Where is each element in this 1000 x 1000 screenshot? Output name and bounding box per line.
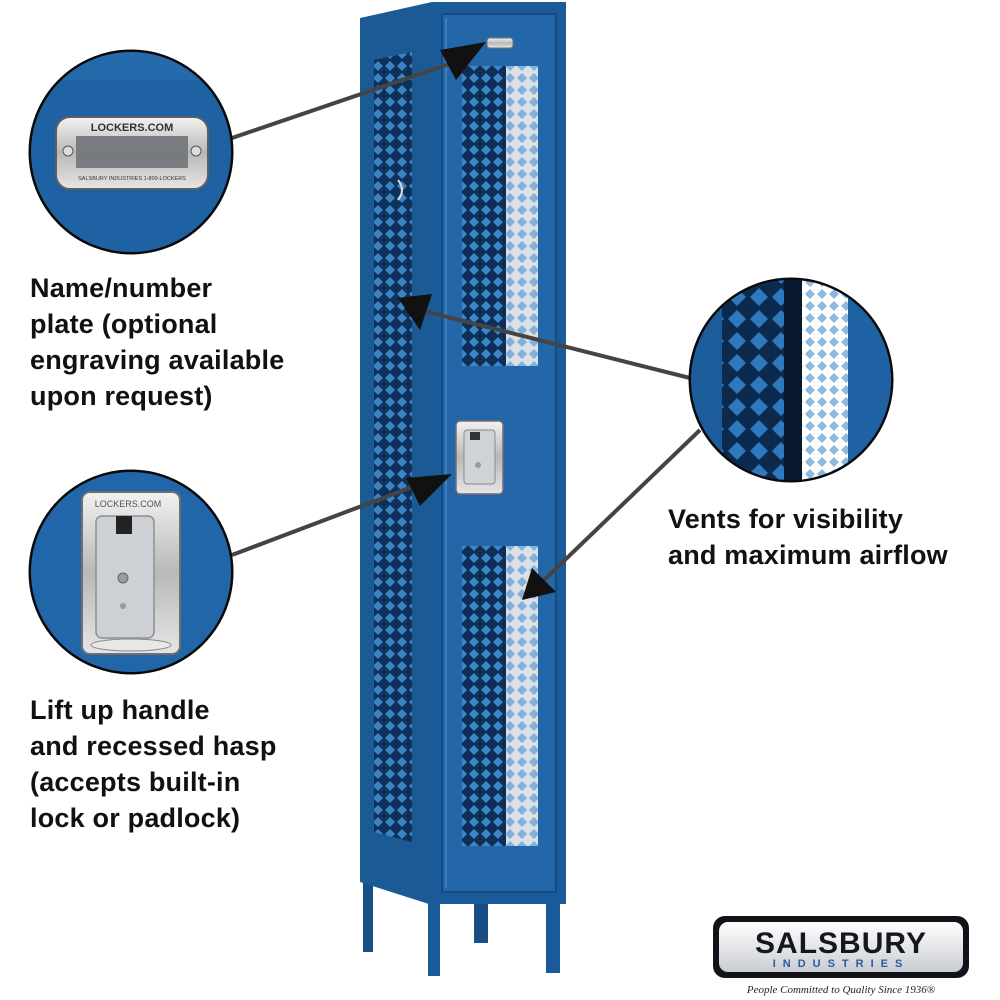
handle-callout-text: Lift up handle and recessed hasp (accept… xyxy=(30,692,277,836)
locker xyxy=(360,2,566,976)
handle-callout-line: Lift up handle xyxy=(30,695,210,725)
plate-detail-circle: LOCKERS.COM SALSBURY INDUSTRIES 1-800-LO… xyxy=(28,49,234,255)
plate-callout-text: Name/number plate (optional engraving av… xyxy=(30,270,284,414)
side-vent xyxy=(374,52,412,842)
callout-arrows xyxy=(231,42,702,600)
vent-detail-circle xyxy=(688,277,894,483)
plate-arrowhead xyxy=(440,42,486,80)
handle-arrowhead xyxy=(406,474,452,506)
handle-callout-line: and recessed hasp xyxy=(30,731,277,761)
plate-top-text: LOCKERS.COM xyxy=(91,122,174,134)
vent-arrowhead-upper xyxy=(398,294,432,330)
name-plate xyxy=(486,37,514,49)
locker-leg xyxy=(474,895,488,943)
handle-callout-line: lock or padlock) xyxy=(30,803,241,833)
plate-callout-line: Name/number xyxy=(30,273,213,303)
plate-callout-line: upon request) xyxy=(30,381,213,411)
vents-callout-line: Vents for visibility xyxy=(668,504,904,534)
locker-leg xyxy=(363,880,373,952)
handle-detail-circle: LOCKERS.COM xyxy=(28,469,234,675)
locker-leg xyxy=(546,895,560,973)
brand-name: SALSBURY xyxy=(755,927,927,960)
handle-brand-text: LOCKERS.COM xyxy=(95,499,162,509)
plate-leader-line xyxy=(231,60,456,140)
plate-bottom-text: SALSBURY INDUSTRIES 1-800-LOCKERS xyxy=(78,176,186,182)
brand-tagline: People Committed to Quality Since 1936® xyxy=(746,984,936,996)
vent-leader-line-upper xyxy=(419,308,691,380)
vents-callout-text: Vents for visibility and maximum airflow xyxy=(668,501,948,573)
handle-leader-line xyxy=(231,482,421,557)
vent-arrowhead-lower xyxy=(522,568,556,600)
plate-callout-line: plate (optional xyxy=(30,309,218,339)
handle-callout-line: (accepts built-in xyxy=(30,767,241,797)
plate-callout-line: engraving available xyxy=(30,345,285,375)
vent-leader-line-lower xyxy=(540,428,702,584)
salsbury-logo: SALSBURY INDUSTRIES xyxy=(713,916,969,978)
brand-sub: INDUSTRIES xyxy=(773,958,910,970)
vents-callout-line: and maximum airflow xyxy=(668,540,948,570)
